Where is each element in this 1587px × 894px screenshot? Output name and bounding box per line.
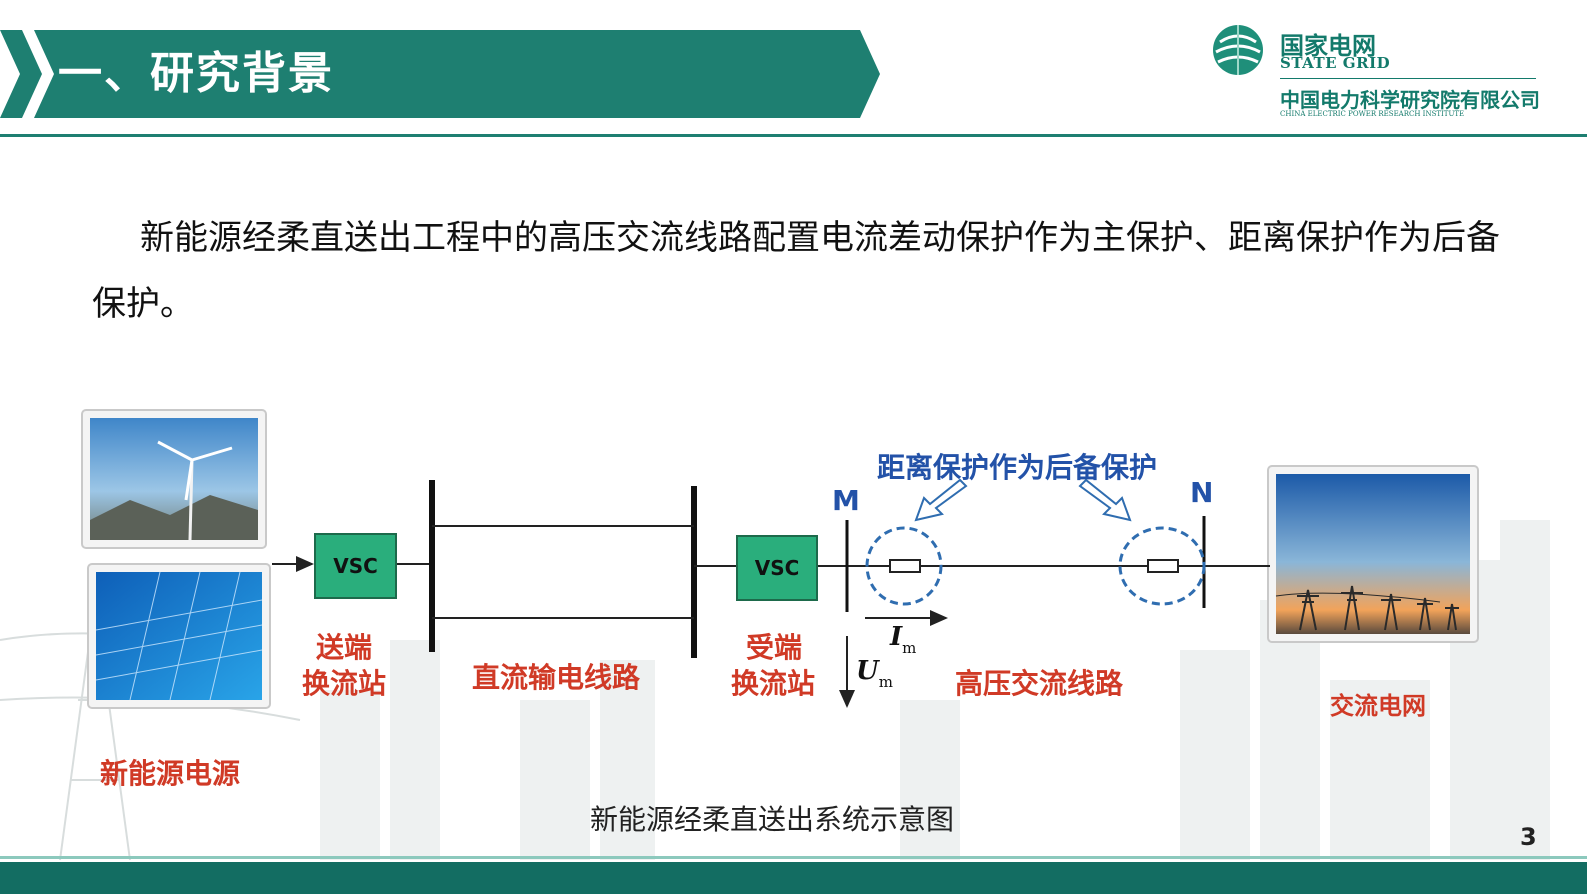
source-label: 新能源电源: [100, 757, 241, 790]
globe-icon: [1213, 25, 1263, 75]
protection-zone-n: [1118, 526, 1206, 606]
body-paragraph: 新能源经柔直送出工程中的高压交流线路配置电流差动保护作为主保护、距离保护作为后备…: [92, 218, 1500, 324]
voltage-symbol: Um: [856, 656, 893, 691]
current-symbol: Im: [890, 622, 916, 657]
breaker-n: [1147, 559, 1179, 573]
dc-line-label: 直流输电线路: [472, 661, 641, 694]
vsc-receiving-box: VSC: [736, 535, 818, 601]
hv-ac-line-label: 高压交流线路: [955, 667, 1124, 700]
receiving-station-label-line1: 受端: [746, 631, 803, 664]
wind-turbine-image: [81, 409, 267, 549]
logo-org-en: CHINA ELECTRIC POWER RESEARCH INSTITUTE: [1280, 110, 1465, 118]
current-symbol-sub: m: [902, 639, 917, 657]
logo-name-en: STATE GRID: [1280, 54, 1391, 72]
page-number: 3: [1520, 823, 1537, 851]
state-grid-logo: 国家电网 STATE GRID 中国电力科学研究院有限公司 CHINA ELEC…: [1210, 22, 1560, 122]
footer-bar: [0, 862, 1587, 894]
protection-pointer-arrows: [914, 478, 1132, 522]
solar-panel-image: [87, 563, 271, 709]
receiving-station-label-line2: 换流站: [731, 667, 816, 700]
voltage-symbol-sub: m: [878, 673, 893, 691]
current-symbol-letter: I: [890, 622, 903, 652]
protection-zone-m: [865, 526, 943, 606]
logo-org-cn: 中国电力科学研究院有限公司: [1280, 88, 1540, 112]
header-divider: [0, 134, 1587, 137]
vsc-sending-label: VSC: [333, 554, 378, 578]
logo-name-cn: 国家电网: [1280, 32, 1376, 60]
vsc-sending-box: VSC: [314, 533, 397, 599]
vsc-receiving-label: VSC: [754, 556, 800, 580]
node-m-label: M: [832, 484, 860, 517]
ac-grid-label: 交流电网: [1330, 692, 1426, 720]
page-title: 一、研究背景: [58, 48, 334, 99]
backup-protection-label: 距离保护作为后备保护: [877, 451, 1158, 484]
sending-station-label-line2: 换流站: [302, 667, 387, 700]
footer-accent-line: [0, 856, 1587, 859]
sending-station-label-line1: 送端: [316, 631, 373, 664]
diagram-caption: 新能源经柔直送出系统示意图: [590, 803, 955, 836]
breaker-m: [889, 559, 921, 573]
node-n-label: N: [1190, 476, 1214, 509]
voltage-symbol-letter: U: [856, 656, 879, 686]
header-banner: [0, 30, 880, 118]
power-grid-image: [1267, 465, 1479, 643]
system-diagram: [81, 409, 1479, 709]
logo-divider: [1280, 78, 1536, 79]
